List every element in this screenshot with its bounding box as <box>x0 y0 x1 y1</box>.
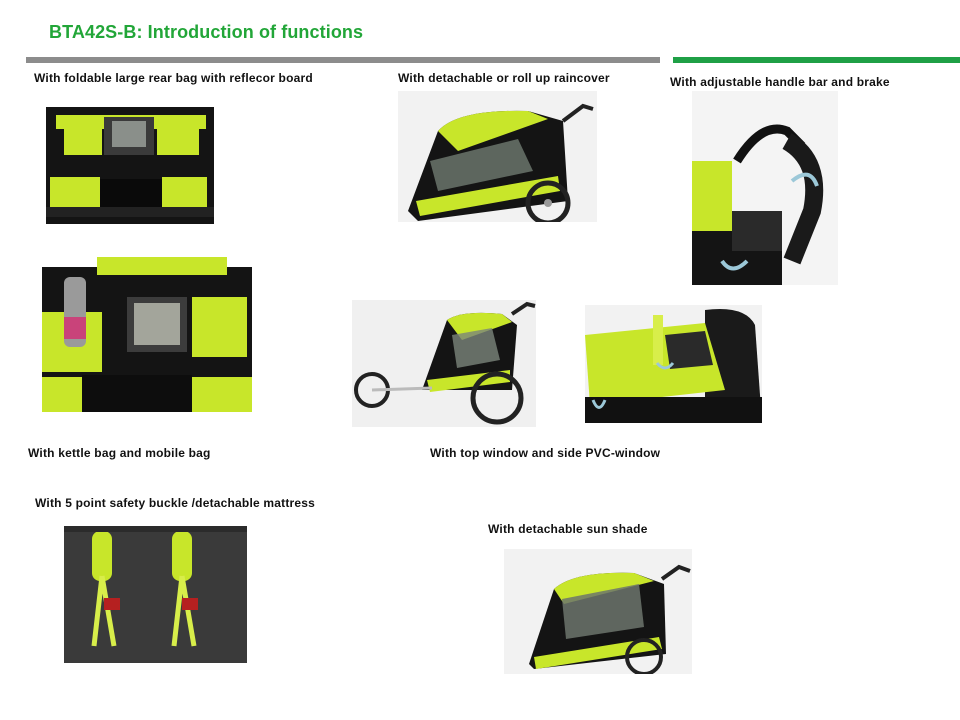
caption-rear-bag: With foldable large rear bag with reflec… <box>34 71 313 85</box>
rear-bag-photo <box>42 107 217 224</box>
handle-bar-photo <box>692 91 838 285</box>
raincover-photo <box>398 91 597 222</box>
caption-raincover: With detachable or roll up raincover <box>398 71 610 85</box>
top-window-photo <box>585 305 762 423</box>
caption-sun-shade: With detachable sun shade <box>488 522 648 536</box>
jogger-photo <box>352 300 536 427</box>
header-divider-gray <box>26 57 660 63</box>
caption-safety-buckle: With 5 point safety buckle /detachable m… <box>35 496 316 510</box>
page-title: BTA42S-B: Introduction of functions <box>49 22 364 42</box>
caption-handle-bar: With adjustable handle bar and brake <box>670 75 890 89</box>
caption-top-window: With top window and side PVC-window <box>430 446 661 460</box>
kettle-bag-photo <box>42 257 252 412</box>
safety-buckle-photo <box>64 526 247 663</box>
caption-kettle-bag: With kettle bag and mobile bag <box>28 446 211 460</box>
sun-shade-photo <box>504 549 692 674</box>
header-divider-green <box>673 57 960 63</box>
